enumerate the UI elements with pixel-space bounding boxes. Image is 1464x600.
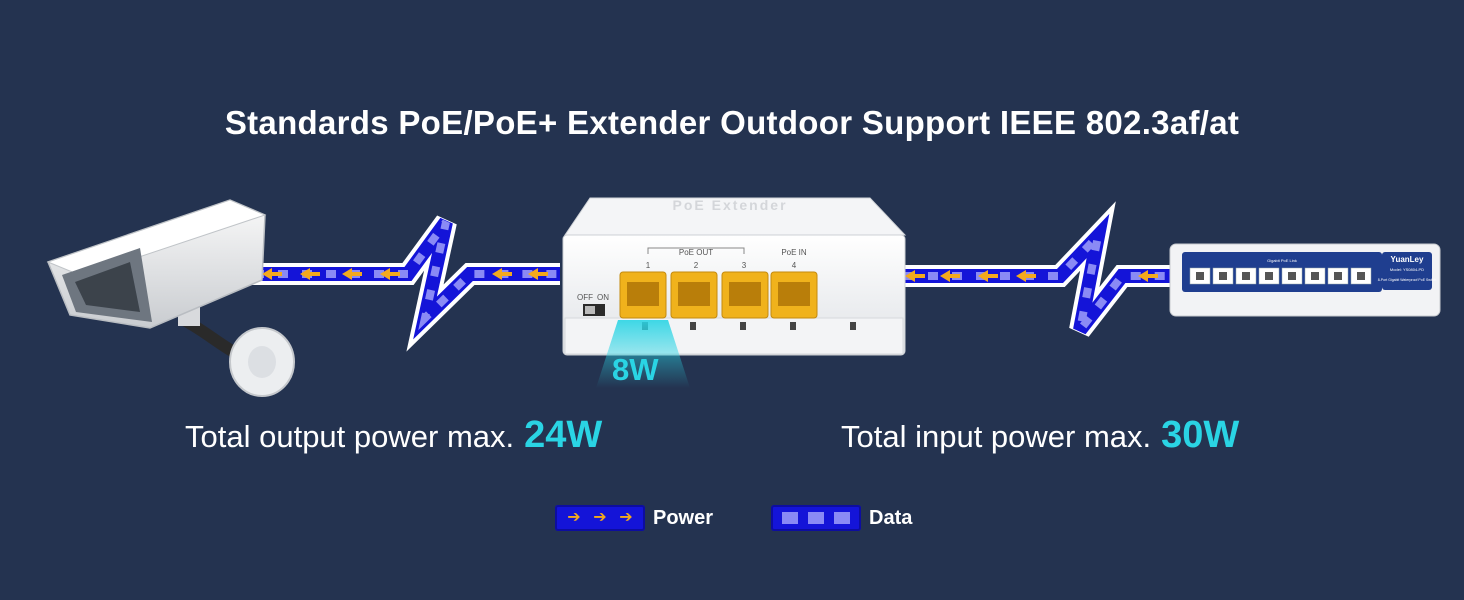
data-swatch	[771, 505, 862, 531]
page-title: Standards PoE/PoE+ Extender Outdoor Supp…	[224, 104, 1240, 141]
cable-left	[230, 215, 560, 352]
input-power-statement: Total input power max. 30W	[841, 414, 1239, 457]
input-power-value: 30W	[1161, 414, 1240, 456]
power-arrows-left	[262, 268, 548, 280]
data-square-icon	[808, 512, 825, 524]
switch-off-label: OFF	[577, 293, 593, 302]
ethernet-ports	[619, 271, 818, 319]
poe-out-label: PoE OUT	[679, 248, 713, 257]
legend-label-power: Power	[653, 506, 714, 529]
port-power-glow	[596, 320, 690, 388]
data-square-icon	[834, 512, 851, 524]
cable-right	[880, 201, 1175, 337]
arrow-right-icon: ➔	[567, 509, 581, 526]
output-power-statement: Total output power max. 24W	[185, 414, 602, 457]
switch-top-label: Gigabit PoE Link	[1267, 258, 1297, 263]
power-swatch: ➔ ➔ ➔	[555, 505, 645, 531]
switch-description: 8-Port Gigabit Waterproof PoE Switch	[1378, 278, 1437, 282]
poe-switch-device	[1169, 243, 1441, 317]
power-arrows-right	[905, 270, 1158, 282]
extender-name: PoE Extender	[672, 197, 787, 213]
arrow-right-icon: ➔	[619, 509, 633, 526]
switch-model: Model: YS0804-PD	[1390, 267, 1424, 272]
legend-label-data: Data	[869, 506, 913, 529]
port-number-1: 1	[646, 261, 651, 270]
input-power-label: Total input power max.	[841, 419, 1152, 454]
legend-item-data: Data	[771, 505, 912, 531]
legend-item-power: ➔ ➔ ➔ Power	[555, 505, 713, 531]
switch-on-label: ON	[597, 293, 609, 302]
output-power-value: 24W	[524, 414, 603, 456]
poe-in-label: PoE IN	[781, 248, 807, 257]
per-port-power: 8W	[612, 352, 659, 387]
legend: ➔ ➔ ➔ Power Data	[555, 505, 912, 531]
data-square-icon	[782, 512, 799, 524]
switch-brand-logo: YuanLey	[1391, 255, 1424, 264]
port-number-2: 2	[694, 261, 699, 270]
port-number-3: 3	[742, 261, 747, 270]
arrow-right-icon: ➔	[593, 509, 607, 526]
poe-extender-device	[562, 197, 907, 388]
output-power-label: Total output power max.	[185, 419, 515, 454]
port-number-4: 4	[792, 261, 797, 270]
camera-image	[46, 199, 295, 397]
